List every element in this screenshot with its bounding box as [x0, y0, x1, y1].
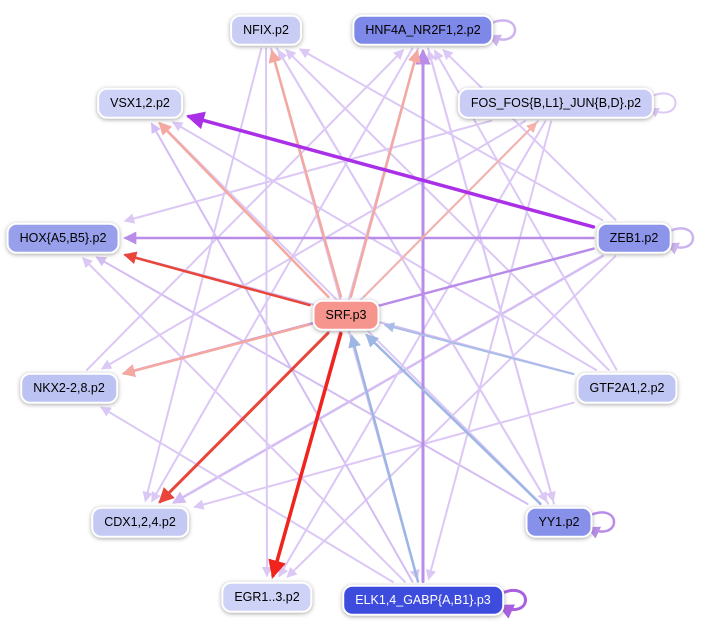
edge-1-8	[427, 47, 556, 503]
edge-12-10	[268, 331, 343, 579]
node-egr1-3-p2[interactable]: EGR1..3.p2	[221, 581, 313, 613]
edge-6-12	[383, 322, 575, 376]
edge-12-3	[158, 121, 330, 299]
edge-0-10	[261, 47, 273, 578]
edge-4-1	[442, 49, 617, 221]
node-vsx1-2-p2[interactable]: VSX1,2.p2	[97, 87, 183, 119]
edge-11-3	[150, 122, 414, 583]
edge-0-9	[142, 47, 263, 503]
node-nfix-p2[interactable]: NFIX.p2	[230, 14, 302, 46]
node-yy1-p2[interactable]: YY1.p2	[525, 506, 593, 538]
edge-12-7	[121, 323, 311, 378]
edge-0-8	[275, 47, 548, 503]
edge-2-11	[425, 120, 553, 581]
edge-11-7	[100, 406, 394, 583]
edge-8-12	[365, 333, 542, 506]
edge-2-5	[123, 119, 493, 224]
edge-11-12	[348, 334, 420, 583]
self-loop-8	[586, 511, 616, 539]
edge-12-5	[123, 251, 311, 307]
node-nkx2-2-8-p2[interactable]: NKX2-2,8.p2	[20, 372, 118, 404]
node-zeb1-p2[interactable]: ZEB1.p2	[596, 222, 672, 254]
edge-12-9	[158, 331, 330, 504]
edge-6-0	[285, 49, 610, 371]
self-loop-2	[648, 92, 677, 118]
node-gtf2a1-2-p2[interactable]: GTF2A1,2.p2	[576, 372, 678, 404]
edge-12-1	[349, 49, 421, 298]
node-cdx1-2-4-p2[interactable]: CDX1,2,4.p2	[91, 506, 189, 538]
self-loop-11	[497, 589, 527, 619]
edge-4-9	[172, 254, 604, 504]
node-fos-fos-b-l1-jun-b-d-p2[interactable]: FOS_FOS{B,L1}_JUN{B,D}.p2	[457, 87, 655, 119]
edge-12-2	[363, 122, 538, 298]
edge-6-3	[171, 121, 598, 371]
edge-12-0	[268, 49, 343, 298]
edge-11-5	[81, 257, 406, 583]
node-elk1-4-gabp-a-b1-p3[interactable]: ELK1,4_GABP{A,B1}.p3	[342, 584, 504, 616]
edge-2-10	[278, 120, 547, 578]
node-hnf4a-nr2f1-2-p2[interactable]: HNF4A_NR2F1,2.p2	[352, 14, 494, 46]
edge-4-3	[185, 111, 596, 229]
self-loop-4	[665, 227, 695, 255]
node-srf-p3[interactable]: SRF.p3	[312, 299, 380, 331]
self-loop-1	[487, 19, 517, 47]
edge-1-9	[151, 47, 414, 503]
node-hox-a5-b5-p2[interactable]: HOX{A5,B5}.p2	[6, 222, 120, 254]
edge-8-5	[95, 256, 529, 505]
edge-2-7	[100, 120, 527, 370]
